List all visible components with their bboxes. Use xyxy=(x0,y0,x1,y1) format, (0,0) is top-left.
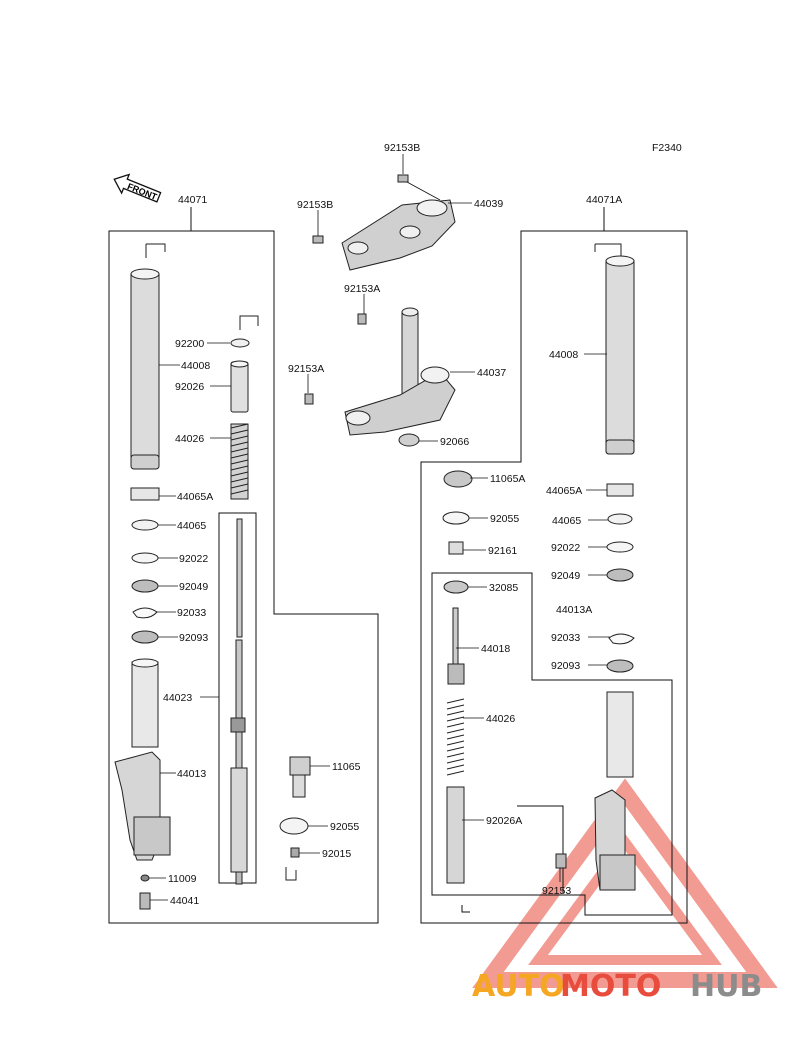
left-labels: 92200 44008 92026 44026 44065A 44065 920… xyxy=(163,338,213,907)
label-44026: 44026 xyxy=(175,433,204,445)
label-44023: 44023 xyxy=(163,692,192,704)
front-arrow-icon: FRONT xyxy=(113,173,162,203)
label-44013: 44013 xyxy=(177,768,206,780)
label-92055-right: 92055 xyxy=(490,513,519,525)
right-leaders xyxy=(456,353,610,882)
watermark-logo xyxy=(472,778,778,988)
center-parts xyxy=(279,174,456,881)
right-spring xyxy=(446,698,465,776)
label-92049-right: 92049 xyxy=(551,570,580,582)
label-44065a: 44065A xyxy=(177,491,213,503)
label-44008: 44008 xyxy=(181,360,210,372)
front-label: FRONT xyxy=(126,181,159,202)
label-92093-right: 92093 xyxy=(551,660,580,672)
label-92153: 92153 xyxy=(542,885,571,897)
brand-hub: HUB xyxy=(690,969,762,1004)
label-92033-right: 92033 xyxy=(551,632,580,644)
center-labels: 92153B 44039 92153B 92153A 92153A 44037 … xyxy=(288,142,506,860)
label-92022-right: 92022 xyxy=(551,542,580,554)
label-92026: 92026 xyxy=(175,381,204,393)
watermark-text: AUTO MOTO HUB xyxy=(472,969,762,1004)
label-92153b-left: 92153B xyxy=(297,199,333,211)
label-11009: 11009 xyxy=(168,873,197,885)
label-92161: 92161 xyxy=(488,545,517,557)
label-92066: 92066 xyxy=(440,436,469,448)
center-leaders xyxy=(299,154,475,854)
label-92153a-left: 92153A xyxy=(288,363,324,375)
label-44026-right: 44026 xyxy=(486,713,515,725)
label-92055-center: 92055 xyxy=(330,821,359,833)
label-44018: 44018 xyxy=(481,643,510,655)
label-92022: 92022 xyxy=(179,553,208,565)
label-92153a-top: 92153A xyxy=(344,283,380,295)
label-11065a: 11065A xyxy=(490,473,525,485)
label-11065: 11065 xyxy=(332,761,361,773)
label-44039: 44039 xyxy=(474,198,503,210)
left-assembly-title: 44071 xyxy=(178,194,207,206)
left-assembly-box xyxy=(108,207,379,924)
right-labels: 11065A 92055 92161 44065A 44065 92022 92… xyxy=(481,349,592,897)
label-44008-right: 44008 xyxy=(549,349,578,361)
label-92093: 92093 xyxy=(179,632,208,644)
label-92153b-top: 92153B xyxy=(384,142,420,154)
right-parts xyxy=(442,243,636,891)
label-92200: 92200 xyxy=(175,338,204,350)
label-92015: 92015 xyxy=(322,848,351,860)
label-44013a: 44013A xyxy=(556,604,592,616)
diagram-code: F2340 xyxy=(652,142,682,154)
label-44065-right: 44065 xyxy=(552,515,581,527)
label-44041: 44041 xyxy=(170,895,199,907)
left-spring xyxy=(230,423,249,495)
right-assembly-title: 44071A xyxy=(586,194,622,206)
brand-auto: AUTO xyxy=(472,969,565,1004)
label-44065: 44065 xyxy=(177,520,206,532)
label-44037: 44037 xyxy=(477,367,506,379)
label-92033: 92033 xyxy=(177,607,206,619)
label-92026a: 92026A xyxy=(486,815,522,827)
label-44065a-right: 44065A xyxy=(546,485,582,497)
label-92049: 92049 xyxy=(179,581,208,593)
brand-moto: MOTO xyxy=(560,969,661,1004)
label-32085: 32085 xyxy=(489,582,518,594)
left-leaders xyxy=(149,342,231,901)
